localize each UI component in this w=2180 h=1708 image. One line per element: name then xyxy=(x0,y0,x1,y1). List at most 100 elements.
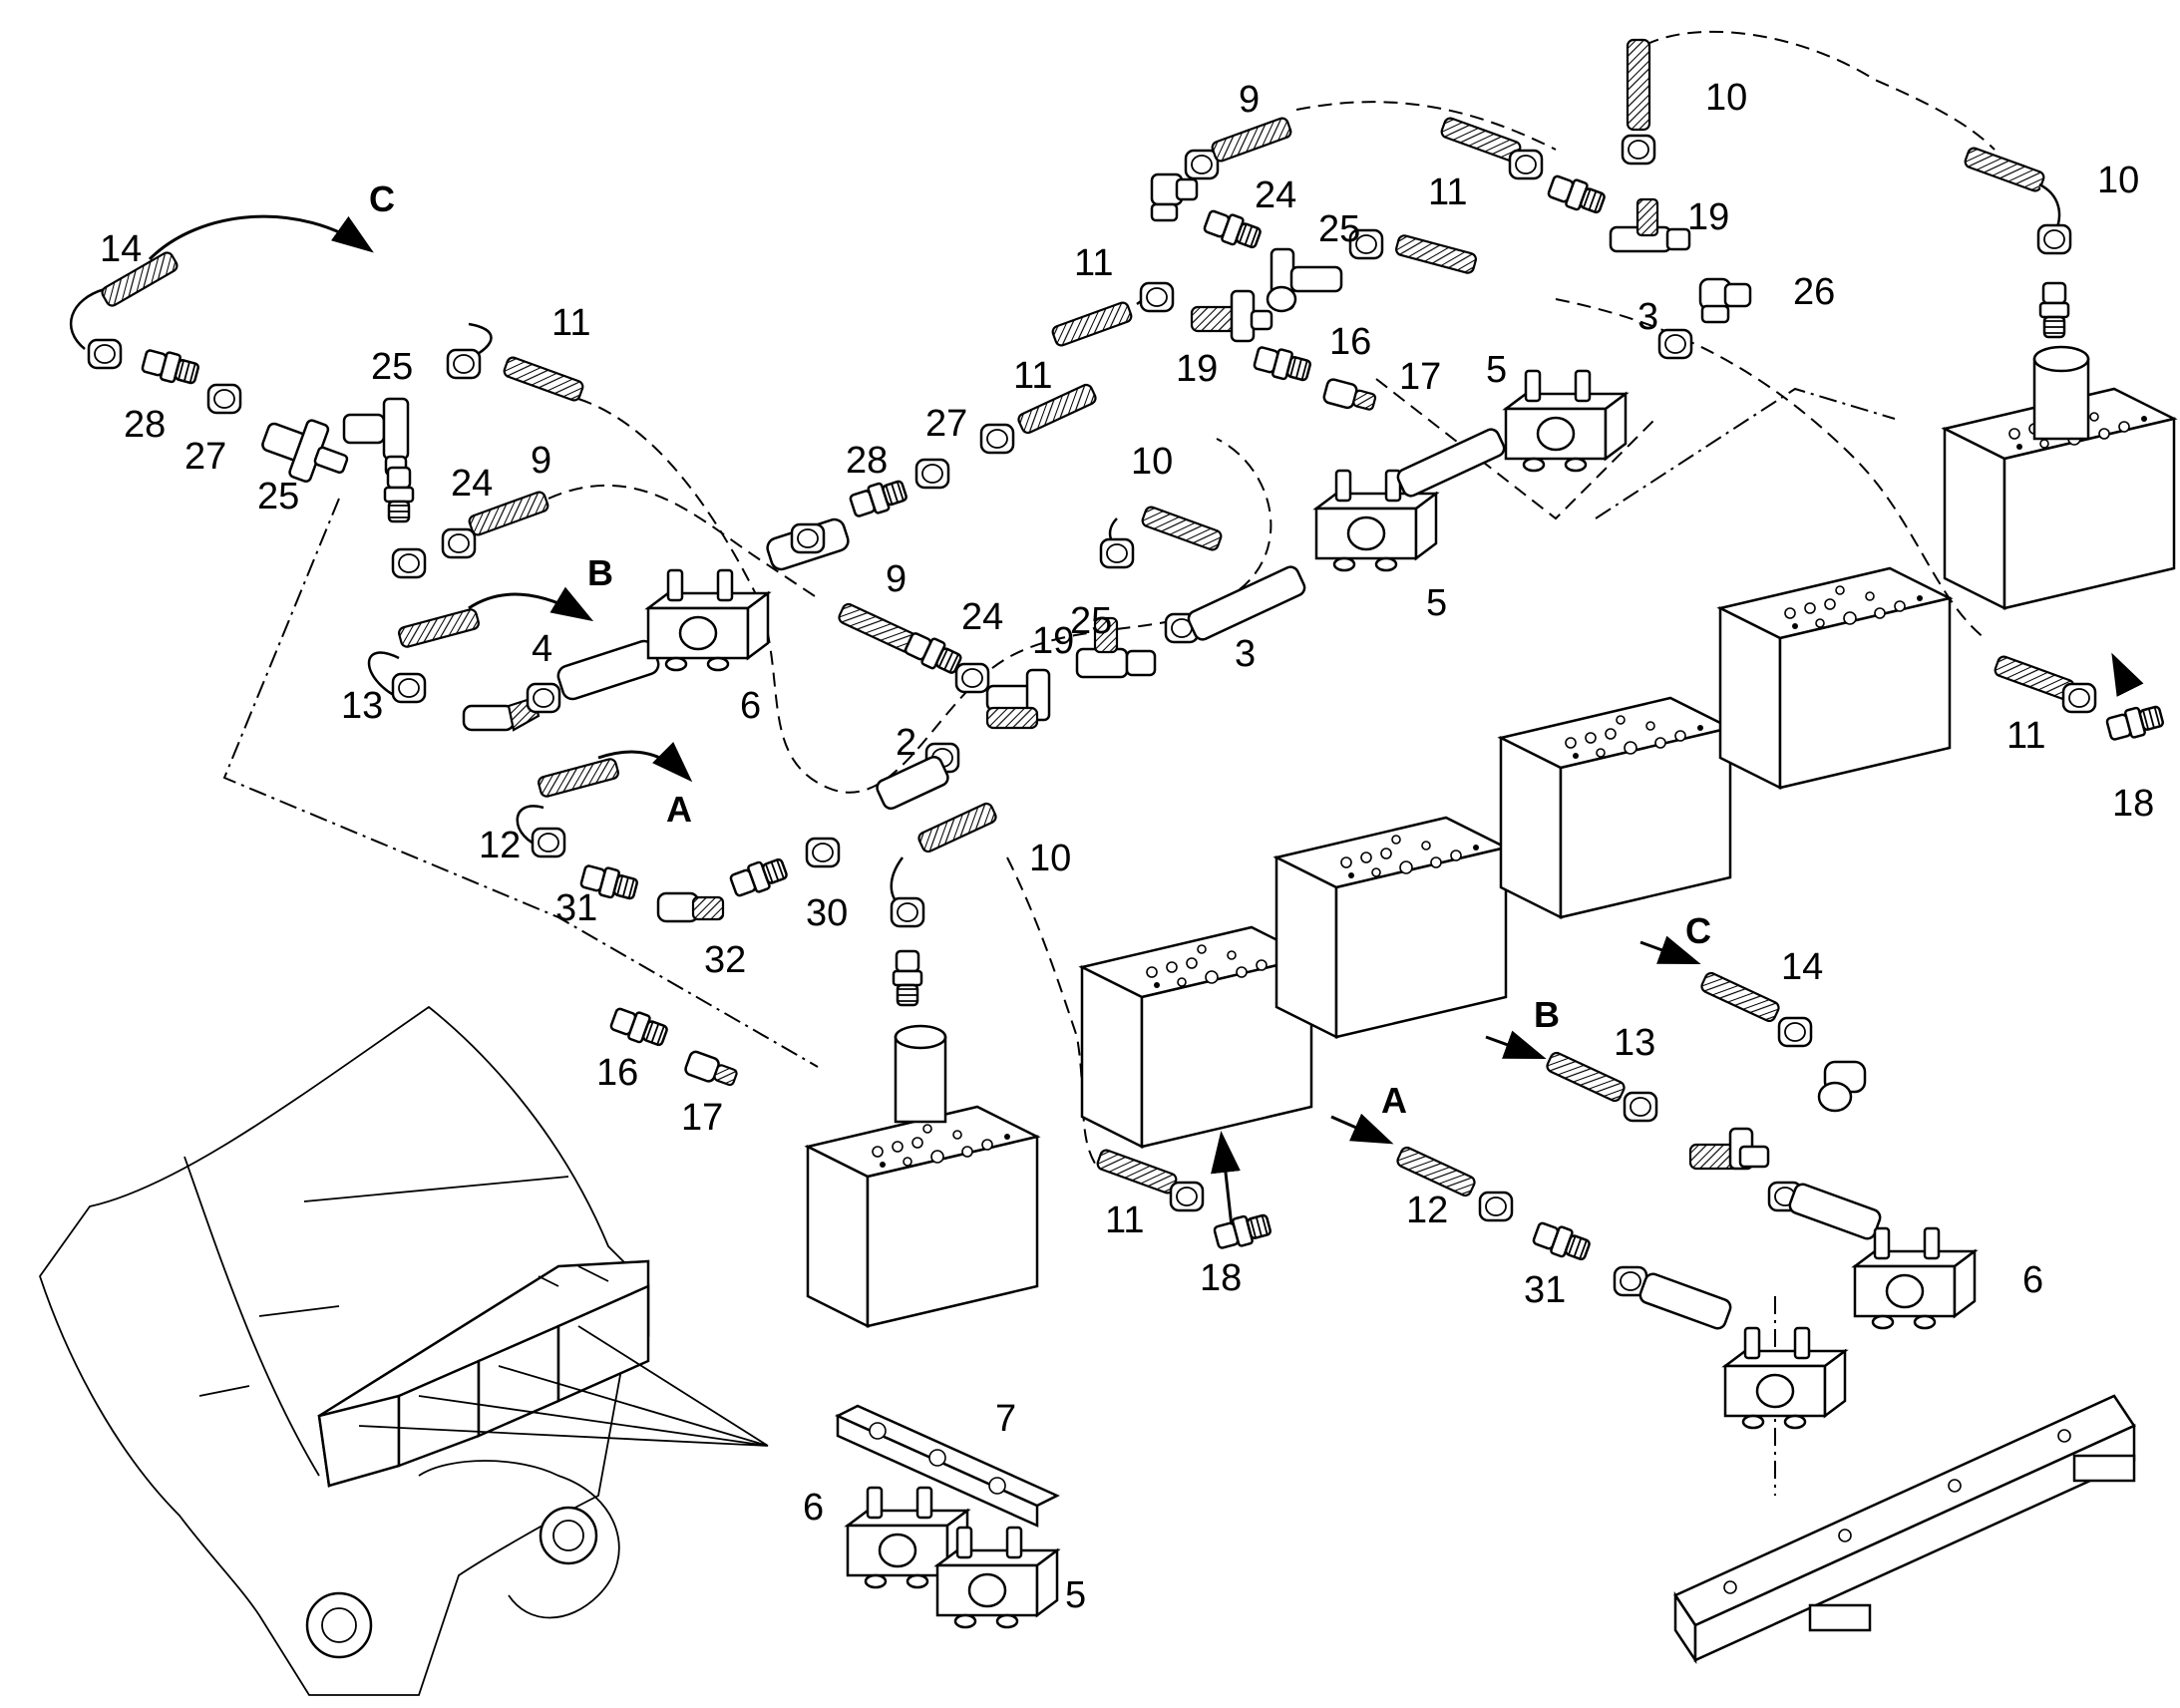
part-number-label: 11 xyxy=(1074,242,1113,284)
part-number-label: 11 xyxy=(2006,715,2045,757)
clamp-right-large xyxy=(1723,1326,1847,1430)
part-number-label: 31 xyxy=(1524,1269,1566,1311)
part-number-label: 2 xyxy=(896,722,916,764)
part-number-label: 28 xyxy=(846,440,888,482)
clamp-6-right xyxy=(1853,1226,1977,1330)
part-number-label: 3 xyxy=(1235,633,1256,675)
flow-arrows xyxy=(148,214,2144,1227)
part-number-label: 13 xyxy=(341,685,383,727)
clamp-5-upper-right xyxy=(1504,369,1628,473)
clamp-plate-7 xyxy=(835,1404,1060,1528)
adapter-24-upper xyxy=(1150,172,1265,253)
part-number-label: 6 xyxy=(803,1487,824,1529)
part-number-label: 11 xyxy=(1105,1199,1144,1241)
flow-letter-label: A xyxy=(666,789,692,830)
hose-14-left xyxy=(69,249,181,370)
valve-block-center-lower xyxy=(806,1024,1039,1328)
tee-25-upper xyxy=(1266,247,1343,313)
part-number-label: 18 xyxy=(1200,1257,1242,1299)
part-number-label: 16 xyxy=(1329,321,1371,363)
flow-letter-label: B xyxy=(1534,994,1560,1035)
part-number-label: 17 xyxy=(681,1097,723,1139)
valve-block-2 xyxy=(1274,816,1508,1039)
fittings-16-17-lower xyxy=(607,1003,738,1087)
boom-arm-outline xyxy=(39,1005,639,1696)
hose-11-center-upper xyxy=(1049,281,1175,349)
part-number-label: 10 xyxy=(2097,160,2139,201)
mounting-rail xyxy=(1673,1394,2136,1665)
routing-lines xyxy=(222,30,1996,1496)
part-number-label: 9 xyxy=(531,440,551,482)
part-number-label: 25 xyxy=(257,476,299,517)
part-number-label: 7 xyxy=(995,1398,1016,1440)
part-number-label: 11 xyxy=(551,302,590,344)
part-number-label: 25 xyxy=(1070,600,1112,642)
hose-10-center-lower xyxy=(890,800,999,1007)
tee-25-center xyxy=(1075,616,1157,679)
hose-10-top-right xyxy=(1962,145,2072,339)
part-number-label: 27 xyxy=(925,403,967,445)
part-number-label: 14 xyxy=(1781,946,1823,988)
part-number-label: 24 xyxy=(1255,174,1296,216)
part-number-label: 31 xyxy=(555,887,597,929)
part-number-label: 19 xyxy=(1032,620,1074,662)
flow-letter-label: B xyxy=(587,552,613,593)
part-number-label: 16 xyxy=(596,1052,638,1094)
valve-block-4 xyxy=(1718,566,1952,790)
part-number-label: 30 xyxy=(806,892,848,934)
part-number-label: 5 xyxy=(1486,349,1507,391)
part-number-label: 6 xyxy=(740,685,761,727)
part-number-label: 19 xyxy=(1176,348,1218,390)
part-number-label: 17 xyxy=(1399,356,1441,398)
tube-3-center xyxy=(1164,565,1306,644)
part-number-label: 25 xyxy=(371,346,413,388)
tube-right-upper xyxy=(1767,1181,1882,1240)
boom-valve-stack xyxy=(317,1259,769,1488)
part-number-label: 3 xyxy=(1637,296,1658,338)
tube-right-lower xyxy=(1613,1265,1732,1330)
hose-11-left xyxy=(446,322,586,404)
hose-13-left xyxy=(367,606,541,732)
part-number-label: 26 xyxy=(1793,271,1835,313)
part-number-label: 10 xyxy=(1029,838,1071,879)
fittings-16-17-center xyxy=(1252,342,1377,411)
valve-block-3 xyxy=(1499,696,1732,919)
flow-letter-label: C xyxy=(369,178,395,219)
part-number-label: 27 xyxy=(184,436,226,478)
part-number-label: 32 xyxy=(704,939,746,981)
part-number-label: 12 xyxy=(479,825,521,866)
hose-12-left xyxy=(516,756,621,858)
tube-28-27-11 xyxy=(766,381,1099,571)
tube-2 xyxy=(876,742,960,811)
part-number-label: 9 xyxy=(886,558,907,600)
part-number-label: 25 xyxy=(1318,208,1360,250)
hose-14-right xyxy=(1698,969,1867,1113)
part-number-label: 24 xyxy=(451,463,493,505)
part-number-label: 10 xyxy=(1705,77,1747,119)
fitting-31-right xyxy=(1530,1217,1594,1265)
part-number-label: 18 xyxy=(2112,783,2154,825)
hose-9-upper xyxy=(1184,115,1294,180)
fittings-31-32-30 xyxy=(578,837,841,923)
part-number-label: 14 xyxy=(100,228,142,270)
tube-5-center xyxy=(1396,428,1506,498)
flow-letter-label: C xyxy=(1685,910,1711,951)
part-number-label: 4 xyxy=(532,628,552,670)
tee-19-right xyxy=(1609,197,1691,253)
fittings-28-27-25 xyxy=(140,345,349,483)
flow-letter-label: A xyxy=(1381,1080,1407,1121)
tee-19-center xyxy=(985,668,1051,730)
hose-10-top-vertical xyxy=(1621,38,1656,166)
tee-25-and-adapter-24 xyxy=(342,397,427,579)
tube-3-right xyxy=(1657,328,1693,360)
part-number-label: 9 xyxy=(1239,79,1260,121)
clamp-6-upper xyxy=(646,568,770,672)
part-number-label: 5 xyxy=(1426,582,1447,624)
part-number-label: 11 xyxy=(1013,355,1052,397)
part-number-label: 11 xyxy=(1428,171,1467,213)
part-number-label: 28 xyxy=(124,404,166,446)
part-number-label: 12 xyxy=(1406,1190,1448,1231)
part-number-label: 10 xyxy=(1131,441,1173,483)
tee-19-upper-center xyxy=(1190,289,1273,343)
